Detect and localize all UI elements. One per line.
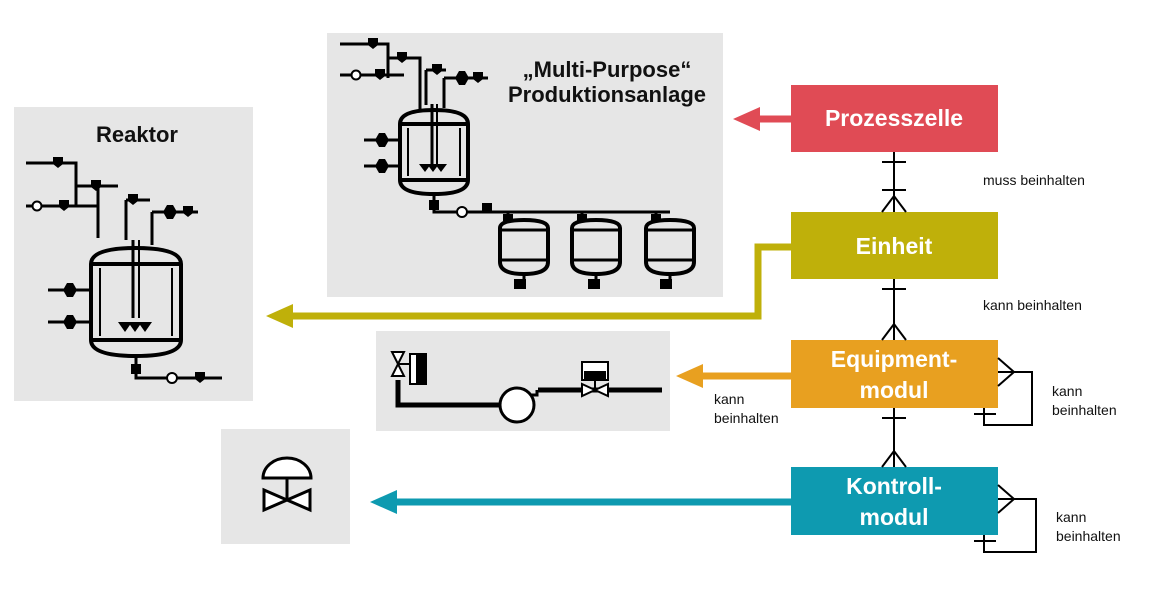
equipment-module-icon	[390, 351, 662, 424]
kontrollmodul-label-line2: modul	[860, 504, 929, 530]
arrow-equipmentmodul-to-equipment	[676, 364, 791, 388]
relation-einheit-equipmentmodul	[881, 279, 907, 341]
self-relation-kontrollmodul	[974, 484, 1037, 553]
prozesszelle-box: Prozesszelle	[791, 85, 998, 152]
control-valve-icon	[261, 456, 313, 513]
label-kann-left-line2: beinhalten	[714, 410, 779, 426]
relation-equipmentmodul-kontrollmodul	[881, 408, 907, 468]
self-relation-equipmentmodul	[974, 357, 1033, 426]
equipmentmodul-label-line1: Equipment-	[831, 346, 958, 372]
reaktor-title: Reaktor	[96, 122, 178, 147]
label-kann-self-em-line2: beinhalten	[1052, 402, 1117, 418]
multipurpose-title-line2: Produktionsanlage	[508, 82, 706, 107]
prozesszelle-label: Prozesszelle	[825, 105, 963, 131]
label-kann-left-line1: kann	[714, 391, 744, 407]
multipurpose-title-line1: „Multi-Purpose“	[523, 57, 692, 82]
label-muss-beinhalten: muss beinhalten	[983, 172, 1085, 188]
relation-prozesszelle-einheit	[881, 152, 907, 213]
einheit-label: Einheit	[856, 233, 933, 259]
arrow-einheit-to-reaktor	[266, 243, 791, 328]
arrow-kontrollmodul-to-valve	[370, 490, 791, 514]
equipmentmodul-box: Equipment- modul	[791, 340, 998, 408]
einheit-box: Einheit	[791, 212, 998, 279]
reactor-fittings-icon	[31, 157, 205, 384]
label-kann-self-em-line1: kann	[1052, 383, 1082, 399]
multipurpose-fittings-icon	[350, 38, 672, 289]
label-kann-self-km-line1: kann	[1056, 509, 1086, 525]
multipurpose-plant-icon	[340, 42, 696, 286]
label-kann-beinhalten-einheit: kann beinhalten	[983, 297, 1082, 313]
equipmentmodul-label-line2: modul	[860, 377, 929, 403]
kontrollmodul-label-line1: Kontroll-	[846, 473, 942, 499]
kontrollmodul-box: Kontroll- modul	[791, 467, 998, 535]
label-kann-self-km-line2: beinhalten	[1056, 528, 1121, 544]
arrow-prozesszelle-to-multipurpose	[733, 107, 791, 131]
